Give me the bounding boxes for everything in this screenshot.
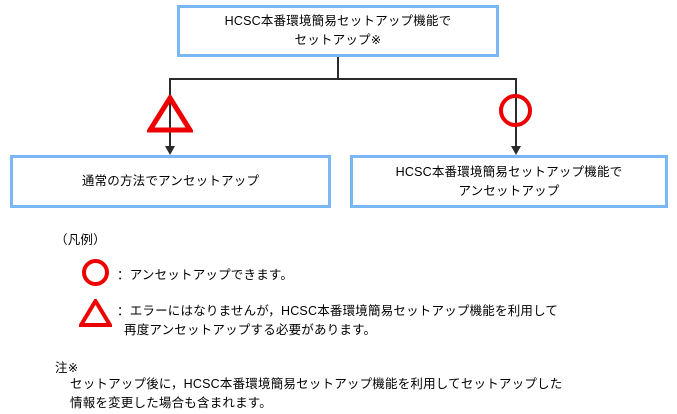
flow-box-hcsc-unsetup: HCSC本番環境簡易セットアップ機能で アンセットアップ xyxy=(350,155,668,208)
ok-circle-icon xyxy=(499,94,532,127)
arrowhead-left-icon xyxy=(164,146,175,155)
connector-stem-from-setup xyxy=(337,57,339,79)
flow-box-setup: HCSC本番環境簡易セットアップ機能で セットアップ※ xyxy=(177,5,499,57)
legend-ok-circle-icon xyxy=(82,259,109,286)
flow-box-normal-unsetup: 通常の方法でアンセットアップ xyxy=(10,155,331,208)
flow-box-setup-line2: セットアップ※ xyxy=(294,33,382,47)
note-label: 注※ xyxy=(55,361,79,375)
note-body: セットアップ後に，HCSC本番環境簡易セットアップ機能を利用してセットアップした… xyxy=(70,375,562,414)
legend-warning-triangle-label-line2: 再度アンセットアップする必要があります。 xyxy=(124,323,377,338)
legend-ok-circle-label: ：アンセットアップできます。 xyxy=(117,268,294,282)
connector-branch-bar xyxy=(169,78,517,80)
connector-drop-left xyxy=(169,78,171,148)
legend-warning-triangle-label: ：エラーにはなりませんが，HCSC本番環境簡易セットアップ機能を利用して 再度ア… xyxy=(117,302,558,341)
flow-box-hcsc-unsetup-line1: HCSC本番環境簡易セットアップ機能で xyxy=(395,164,623,179)
legend-title: （凡例） xyxy=(55,233,106,247)
warning-triangle-icon xyxy=(145,93,195,133)
note-body-line2: 情報を変更した場合も含まれます。 xyxy=(70,396,272,411)
flow-box-setup-line1: HCSC本番環境簡易セットアップ機能で xyxy=(224,14,452,29)
flow-box-normal-unsetup-line1: 通常の方法でアンセットアップ xyxy=(81,174,260,189)
legend-warning-triangle-icon xyxy=(77,297,114,327)
legend-warning-triangle-label-line1: ：エラーにはなりませんが，HCSC本番環境簡易セットアップ機能を利用して xyxy=(117,304,559,318)
flow-box-hcsc-unsetup-line2: アンセットアップ xyxy=(458,183,560,198)
note-body-line1: セットアップ後に，HCSC本番環境簡易セットアップ機能を利用してセットアップした xyxy=(70,377,563,391)
arrowhead-right-icon xyxy=(510,146,521,155)
